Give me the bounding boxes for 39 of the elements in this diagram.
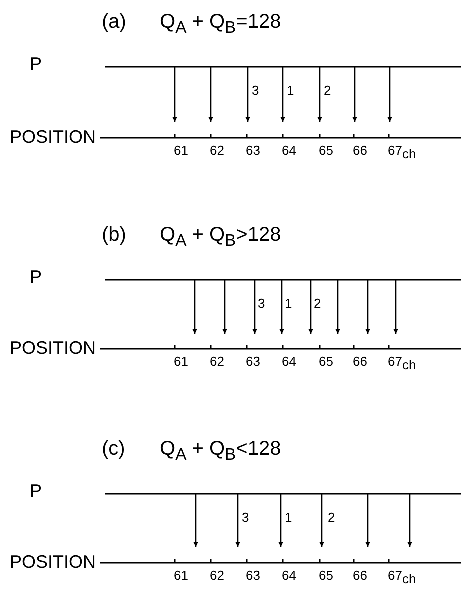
tick-label: 63 xyxy=(246,569,260,582)
arrow-number: 2 xyxy=(314,297,322,310)
axis-label: POSITION xyxy=(10,128,96,146)
formula-heading: Q$_{A}$ + Q$_{B}$<128 xyxy=(160,439,282,464)
arrow-number: 2 xyxy=(328,511,336,524)
tick-label: 66 xyxy=(353,144,368,157)
formula-heading: Q$_{A}$ + Q$_{B}$=128 xyxy=(160,12,282,37)
axis-label: POSITION xyxy=(10,339,96,357)
tick-label: 61 xyxy=(174,355,188,368)
tick-label: 66 xyxy=(353,569,368,582)
tick-label: 64 xyxy=(282,569,296,582)
panel-tag: (b) xyxy=(102,225,126,245)
arrow-number: 3 xyxy=(258,297,266,310)
arrow-number: 3 xyxy=(252,84,260,97)
tick-label: 64 xyxy=(282,355,296,368)
axis-label: P xyxy=(30,268,42,286)
tick-label: 66 xyxy=(353,355,368,368)
arrow-number: 2 xyxy=(324,84,332,97)
panel-tag: (a) xyxy=(102,12,126,32)
arrow-number: 1 xyxy=(285,297,292,310)
tick-label: 62 xyxy=(210,355,224,368)
arrow-number: 3 xyxy=(242,511,250,524)
tick-label: 62 xyxy=(210,569,224,582)
tick-label: 61 xyxy=(174,144,188,157)
tick-label: 65 xyxy=(319,144,334,157)
panel-tag: (c) xyxy=(102,439,126,459)
tick-label: 61 xyxy=(174,569,188,582)
tick-label: 65 xyxy=(319,355,334,368)
tick-label: 64 xyxy=(282,144,296,157)
tick-label: 65 xyxy=(319,569,334,582)
formula-heading: Q$_{A}$ + Q$_{B}$>128 xyxy=(160,225,282,250)
arrow-number: 1 xyxy=(285,511,292,524)
tick-label: 63 xyxy=(246,144,260,157)
axis-label: P xyxy=(30,482,42,500)
arrow-number: 1 xyxy=(287,84,294,97)
axis-label: POSITION xyxy=(10,553,96,571)
tick-label: 63 xyxy=(246,355,260,368)
axis-label: P xyxy=(30,55,42,73)
tick-label: 62 xyxy=(210,144,224,157)
